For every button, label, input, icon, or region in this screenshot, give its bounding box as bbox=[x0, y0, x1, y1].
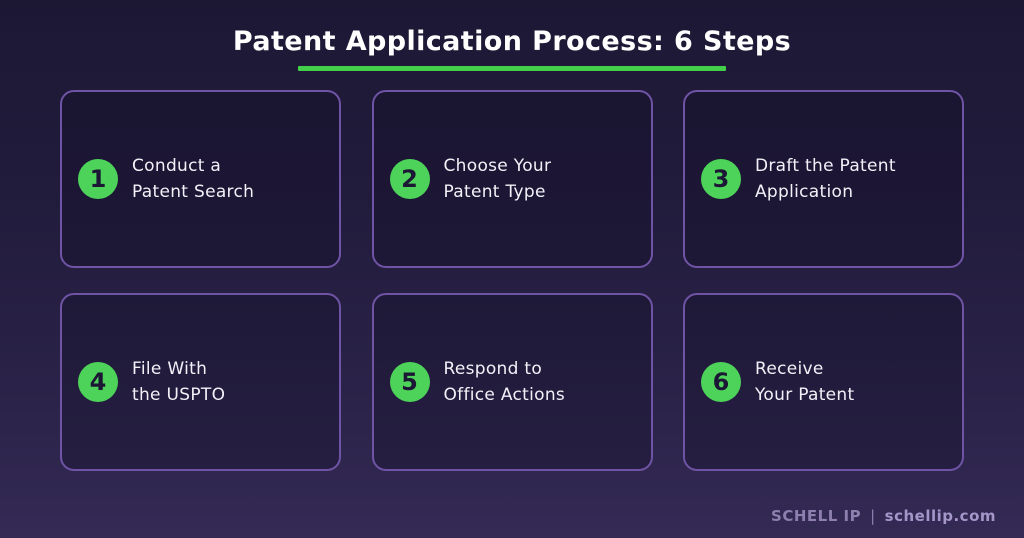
step-card-5: 5 Respond to Office Actions bbox=[371, 293, 653, 471]
step-card-2: 2 Choose Your Patent Type bbox=[371, 90, 653, 268]
step-5-label-line1: Respond to bbox=[443, 359, 543, 379]
step-card-6: 6 Receive Your Patent bbox=[683, 293, 964, 471]
steps-grid: 1 Conduct a Patent Search 2 Choose Your … bbox=[60, 90, 964, 471]
step-6-label-line2: Your Patent bbox=[755, 385, 855, 405]
step-5-number-badge: 5 bbox=[389, 362, 430, 402]
footer-brand: SCHELL IP bbox=[771, 507, 862, 525]
step-5-label-line2: Office Actions bbox=[443, 385, 566, 405]
step-1-label-line2: Patent Search bbox=[132, 182, 255, 202]
step-2-label-line1: Choose Your bbox=[443, 156, 552, 176]
step-6-label: Receive Your Patent bbox=[755, 356, 854, 408]
step-6-number-badge: 6 bbox=[701, 362, 741, 402]
footer: SCHELL IP | schellip.com bbox=[771, 507, 996, 525]
step-2-number: 2 bbox=[401, 165, 418, 193]
step-5-number: 5 bbox=[401, 368, 418, 396]
step-6-number: 6 bbox=[712, 368, 730, 396]
step-3-label-line1: Draft the Patent bbox=[755, 156, 896, 176]
step-6-label-line1: Receive bbox=[755, 359, 824, 379]
step-2-label-line2: Patent Type bbox=[443, 182, 546, 202]
footer-separator: | bbox=[870, 507, 876, 525]
step-1-label-line1: Conduct a bbox=[132, 156, 222, 176]
step-4-label-line1: File With bbox=[132, 359, 208, 379]
footer-website: schellip.com bbox=[884, 507, 996, 525]
page-title: Patent Application Process: 6 Steps bbox=[232, 26, 792, 57]
step-4-label-line2: the USPTO bbox=[132, 385, 226, 405]
step-1-number: 1 bbox=[89, 165, 107, 193]
step-2-label: Choose Your Patent Type bbox=[444, 153, 552, 205]
step-2-number-badge: 2 bbox=[389, 159, 430, 199]
infographic-canvas: Patent Application Process: 6 Steps 1 Co… bbox=[0, 0, 1024, 525]
step-4-number: 4 bbox=[89, 368, 107, 396]
step-card-1: 1 Conduct a Patent Search bbox=[60, 90, 341, 268]
step-4-label: File With the USPTO bbox=[132, 356, 225, 408]
step-card-3: 3 Draft the Patent Application bbox=[683, 90, 964, 268]
step-3-number: 3 bbox=[712, 165, 730, 193]
step-4-number-badge: 4 bbox=[78, 362, 118, 402]
step-3-label: Draft the Patent Application bbox=[755, 153, 896, 205]
step-3-number-badge: 3 bbox=[701, 159, 741, 199]
step-card-4: 4 File With the USPTO bbox=[60, 293, 341, 471]
step-3-label-line2: Application bbox=[755, 182, 854, 202]
step-1-number-badge: 1 bbox=[78, 159, 118, 199]
title-underline bbox=[298, 66, 726, 71]
step-1-label: Conduct a Patent Search bbox=[132, 153, 254, 205]
step-5-label: Respond to Office Actions bbox=[444, 356, 566, 408]
